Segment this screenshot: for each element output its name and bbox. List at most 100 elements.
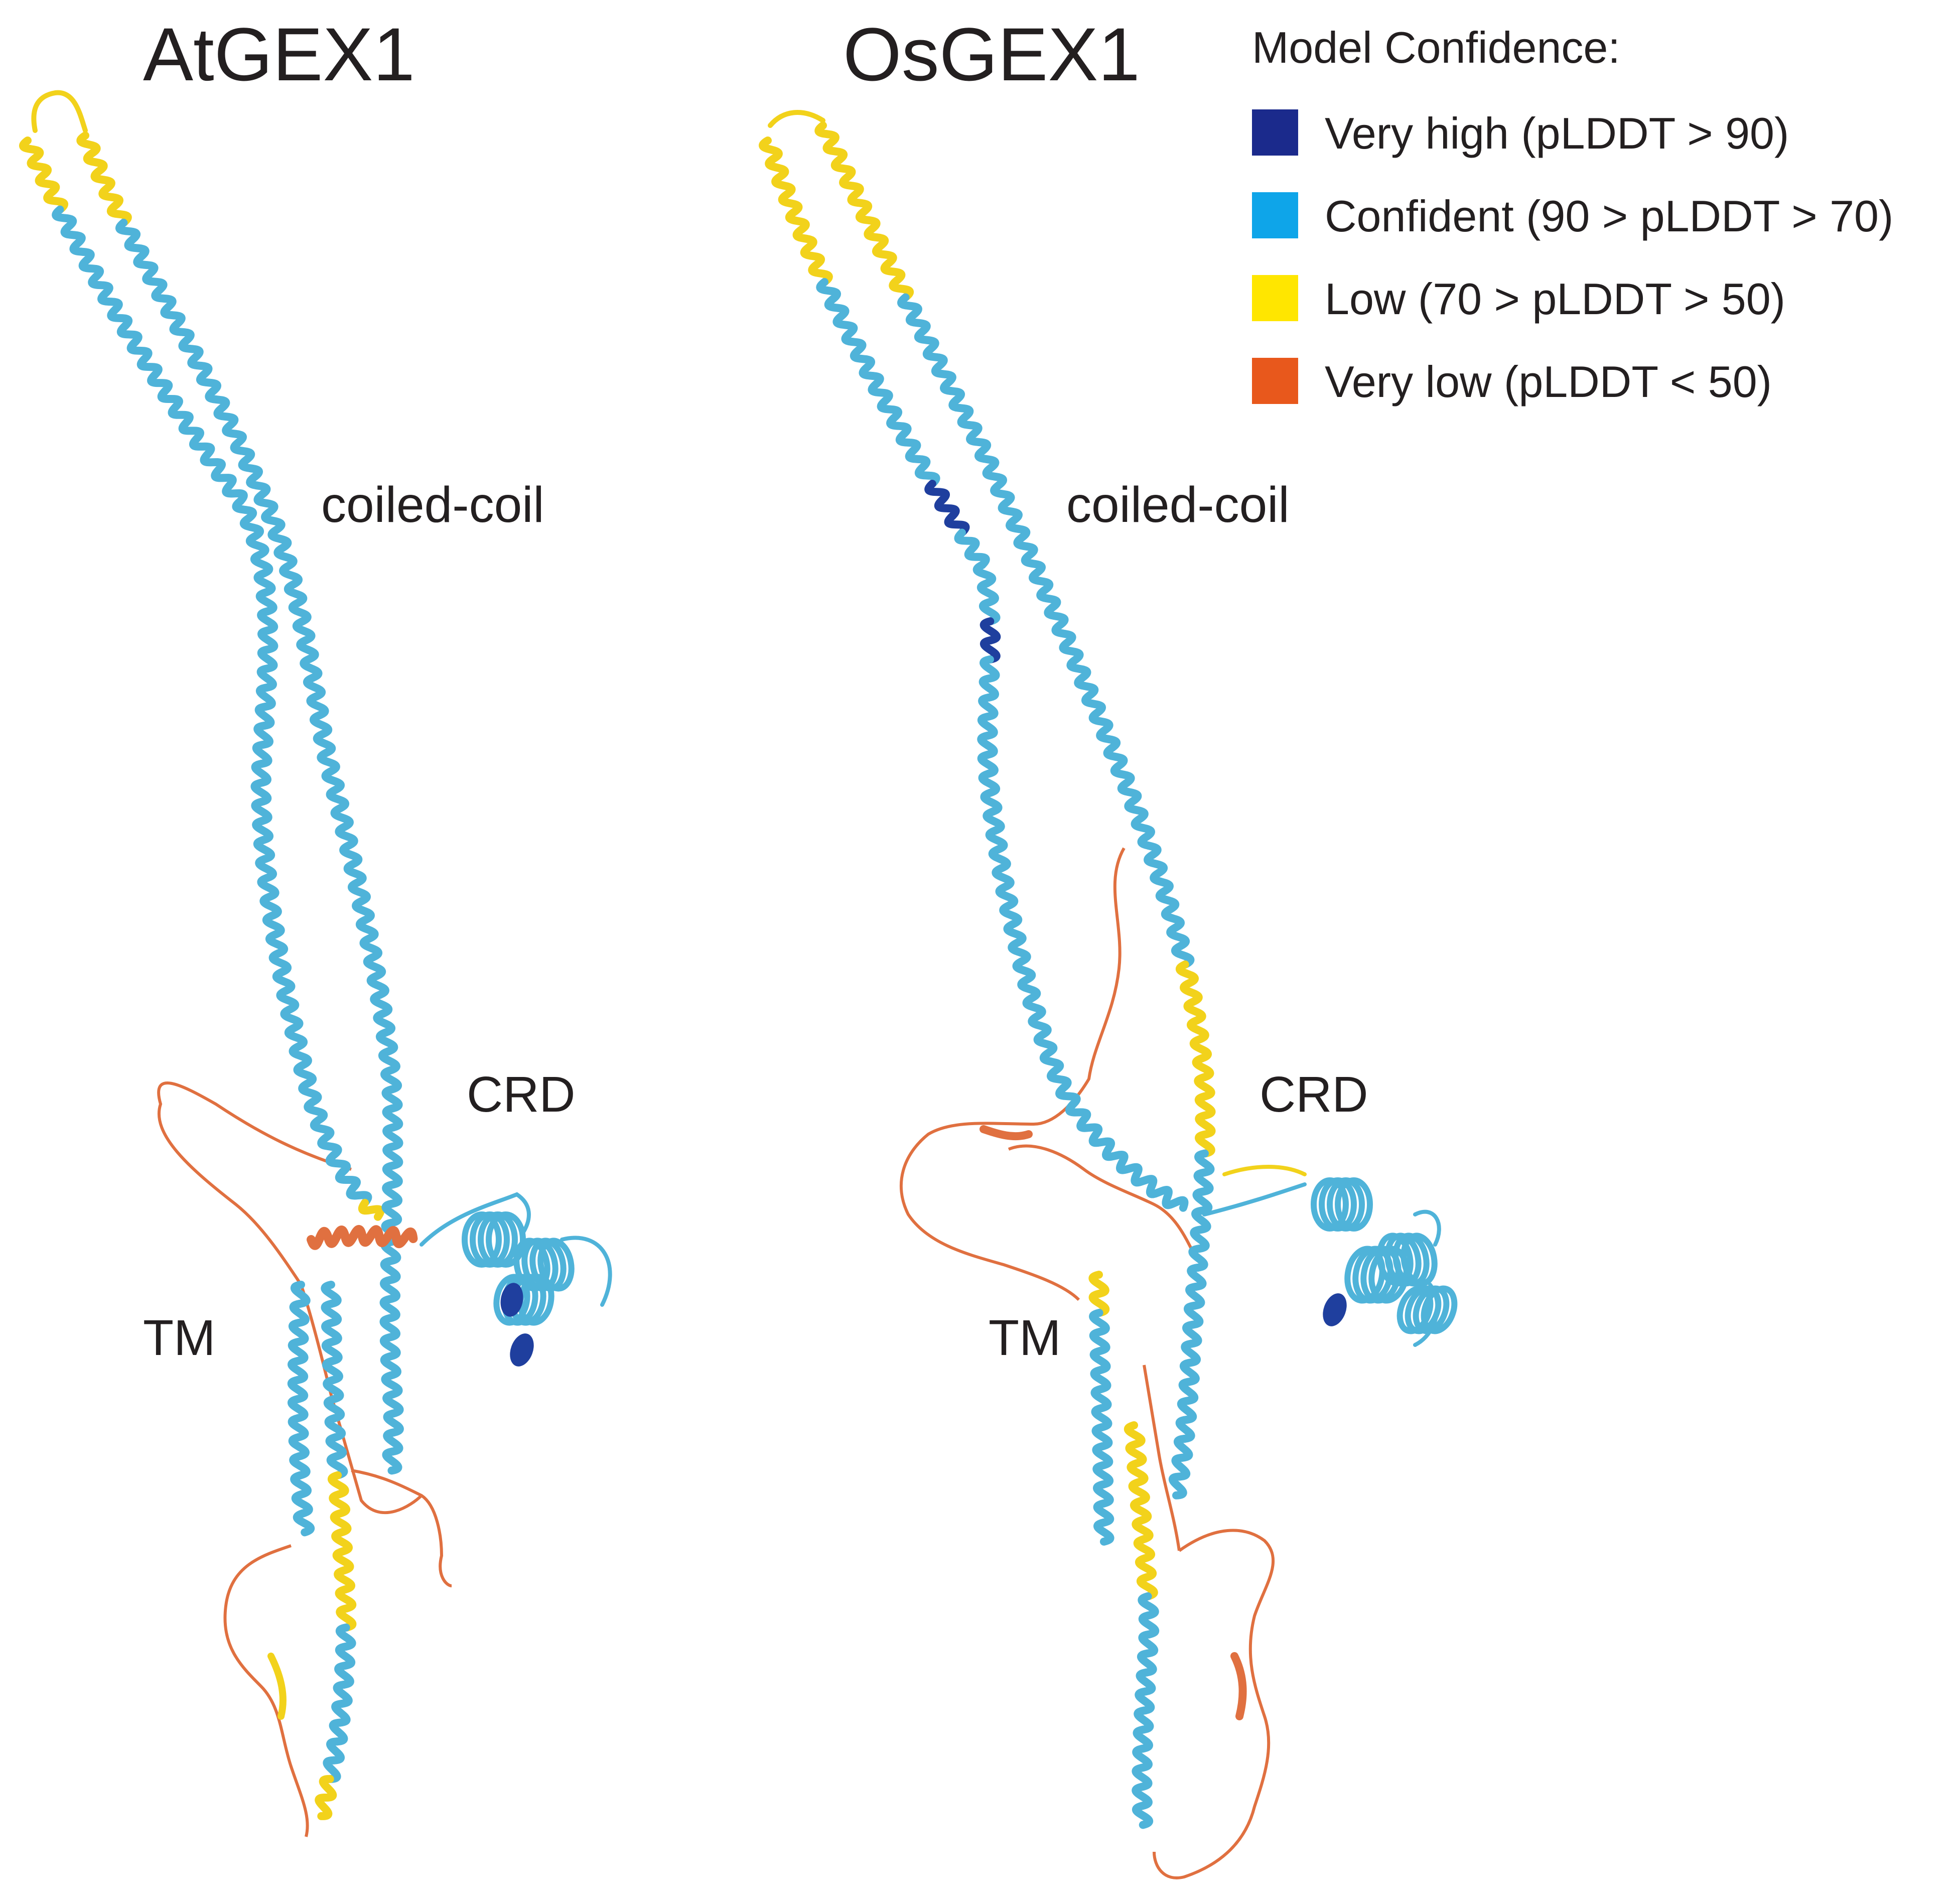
helix-turn: [232, 497, 257, 522]
atgex1-disordered-tail-1: [223, 1544, 309, 1837]
helix-turn: [307, 1227, 333, 1250]
helix-turn: [759, 137, 783, 163]
helix-turn: [905, 447, 931, 472]
helix-turn: [1161, 905, 1185, 932]
helix-turn: [1089, 1346, 1111, 1374]
helix-turn: [240, 514, 264, 540]
helix-turn: [1194, 1149, 1215, 1177]
helix-turn: [245, 532, 269, 559]
helix-turn: [160, 303, 186, 328]
osgex1-helix-b: [814, 121, 1216, 1500]
helix-turn: [352, 897, 375, 924]
helix-turn: [169, 319, 195, 345]
helix-turn: [251, 797, 272, 825]
helix-turn: [382, 1447, 402, 1475]
helix-turn: [251, 759, 272, 787]
helix-turn: [1033, 1030, 1058, 1057]
helix-turn: [290, 1281, 311, 1308]
helix-turn: [291, 1490, 313, 1518]
helix-turn: [19, 137, 44, 162]
helix-turn: [1144, 851, 1168, 877]
helix-turn: [944, 512, 970, 537]
osgex1-helix-a: [759, 137, 1189, 1212]
helix-turn: [267, 525, 292, 552]
helix-turn: [824, 295, 850, 321]
helix-turn: [380, 1257, 401, 1284]
helix-turn: [816, 278, 841, 304]
helix-turn: [1110, 761, 1135, 787]
helix-turn: [382, 1180, 403, 1208]
helix-turn: [261, 508, 286, 534]
helix-turn: [964, 545, 990, 569]
helix-turn: [1103, 744, 1128, 770]
helix-turn: [273, 543, 298, 570]
helix-turn: [808, 260, 833, 286]
atgex1-top-loop: [31, 90, 88, 133]
helix-turn: [1132, 1783, 1153, 1810]
helix-turn: [317, 749, 340, 776]
helix-turn: [88, 273, 113, 298]
helix-turn: [1135, 1554, 1157, 1581]
helix-turn: [1017, 976, 1041, 1003]
helix-turn: [381, 1371, 403, 1399]
helix-turn: [1132, 1802, 1154, 1829]
helix-turn: [1187, 1016, 1209, 1044]
helix-turn: [1188, 1245, 1208, 1272]
helix-turn: [265, 930, 289, 958]
helix-turn: [940, 378, 965, 404]
helix-turn: [1132, 1744, 1153, 1772]
helix-turn: [383, 1409, 404, 1437]
helix-turn: [1185, 1282, 1205, 1310]
atgex1-coiled-coil-label: coiled-coil: [321, 477, 544, 533]
helix-turn: [322, 1356, 344, 1384]
helix-turn: [382, 1142, 403, 1170]
helix-turn: [1137, 1649, 1157, 1677]
helix-turn: [332, 1547, 354, 1575]
helix-turn: [255, 588, 277, 616]
helix-turn: [977, 712, 998, 740]
atgex1-crd-domain: [462, 1211, 575, 1367]
helix-turn: [60, 222, 86, 248]
helix-turn: [310, 711, 333, 738]
helix-turn: [317, 1134, 342, 1159]
helix-turn: [257, 626, 278, 654]
osgex1-disordered-loop-3: [1153, 1529, 1275, 1879]
helix-turn: [380, 1066, 402, 1094]
helix-turn: [321, 1281, 342, 1308]
helix-turn: [1171, 942, 1195, 969]
helix-turn: [321, 1319, 342, 1346]
helix-turn: [382, 1161, 403, 1189]
helix-turn: [1173, 1435, 1193, 1462]
helix-turn: [324, 1414, 346, 1441]
helix-turn: [1136, 1668, 1156, 1696]
helix-turn: [1013, 533, 1038, 559]
helix-turn: [310, 1116, 335, 1142]
helix-turn: [117, 322, 143, 347]
helix-turn: [850, 346, 875, 372]
helix-turn: [1066, 656, 1091, 682]
helix-turn: [78, 256, 104, 281]
helix-turn: [1090, 1385, 1112, 1412]
helix-turn: [1194, 1073, 1215, 1101]
helix-turn: [972, 561, 997, 588]
helix-turn: [1131, 1171, 1158, 1191]
helix-turn: [839, 173, 864, 199]
helix-turn: [288, 1318, 309, 1346]
helix-turn: [980, 636, 1001, 664]
helix-turn: [872, 242, 897, 267]
helix-turn: [374, 1226, 401, 1248]
helix-turn: [1092, 1480, 1114, 1508]
helix-turn: [323, 1395, 345, 1422]
helix-turn: [877, 396, 902, 422]
helix-turn: [999, 901, 1023, 928]
helix-turn: [379, 1333, 401, 1361]
helix-turn: [381, 1199, 402, 1227]
helix-turn: [1124, 797, 1149, 823]
helix-turn: [988, 845, 1011, 873]
helix-turn: [1116, 1158, 1143, 1179]
helix-turn: [1195, 1111, 1216, 1139]
helix-turn: [1177, 1397, 1197, 1424]
helix-turn: [822, 139, 848, 164]
helix-turn: [1088, 1290, 1110, 1317]
helix-turn: [321, 1300, 342, 1327]
